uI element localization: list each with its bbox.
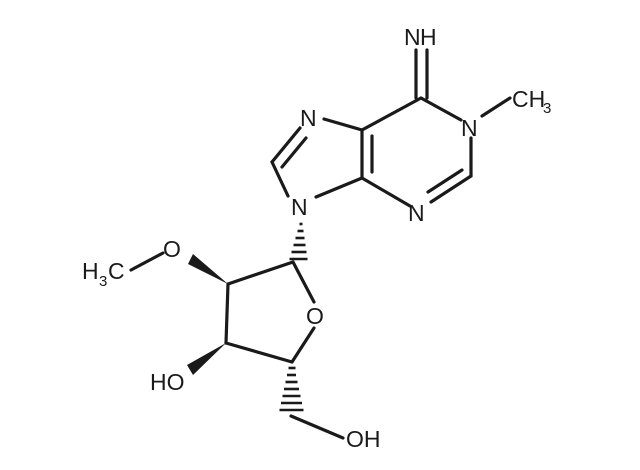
- bond-n3-c4: [360, 176, 412, 208]
- bond-c4-c3: [224, 341, 294, 364]
- bond-c2-methoxy-wedge: [188, 254, 228, 284]
- bond-n9-c1-hashed: [289, 222, 308, 261]
- bond-o4-c4: [290, 326, 316, 364]
- atom-methoxy-h: H: [82, 258, 99, 284]
- atom-n1: N: [461, 115, 478, 141]
- atom-n7: N: [300, 105, 317, 131]
- bond-n7-c8-double: [280, 136, 308, 169]
- bond-c4-c5-hashed: [279, 366, 304, 412]
- atom-methyl-sub: 3: [543, 100, 551, 117]
- bond-n1-methyl: [480, 96, 512, 118]
- atom-n3: N: [408, 200, 425, 226]
- bond-c2-n3-double: [426, 168, 464, 194]
- bond-c3-hydroxyl-wedge: [187, 343, 226, 375]
- bond-n9-c4: [314, 176, 364, 199]
- bond-c8-n9: [270, 160, 290, 198]
- atom-n9: N: [291, 194, 308, 220]
- bond-c5-n7: [322, 117, 364, 132]
- bond-c6-c5: [360, 96, 423, 132]
- atom-ether-o: O: [163, 236, 181, 262]
- atom-ring-o: O: [306, 303, 324, 329]
- bond-o-methoxy: [129, 251, 165, 272]
- bond-c1-o4: [291, 260, 316, 304]
- bond-c6-n1: [419, 96, 463, 122]
- atom-methyl-c: CH: [512, 86, 545, 112]
- bond-n7-c8: [270, 126, 302, 164]
- atom-hydroxyl-3: HO: [150, 369, 185, 395]
- atom-imine-n: N: [404, 24, 421, 50]
- atom-imine-h: H: [420, 24, 437, 50]
- bond-c1-c2: [226, 260, 295, 286]
- bond-c2-n3: [429, 174, 473, 204]
- atom-methoxy-c: C: [108, 258, 125, 284]
- bond-c5-oh: [289, 414, 345, 440]
- atom-hydroxyl-5: OH: [346, 426, 381, 452]
- atom-methoxy-sub: 3: [99, 273, 107, 290]
- bond-c3-c2: [224, 282, 230, 345]
